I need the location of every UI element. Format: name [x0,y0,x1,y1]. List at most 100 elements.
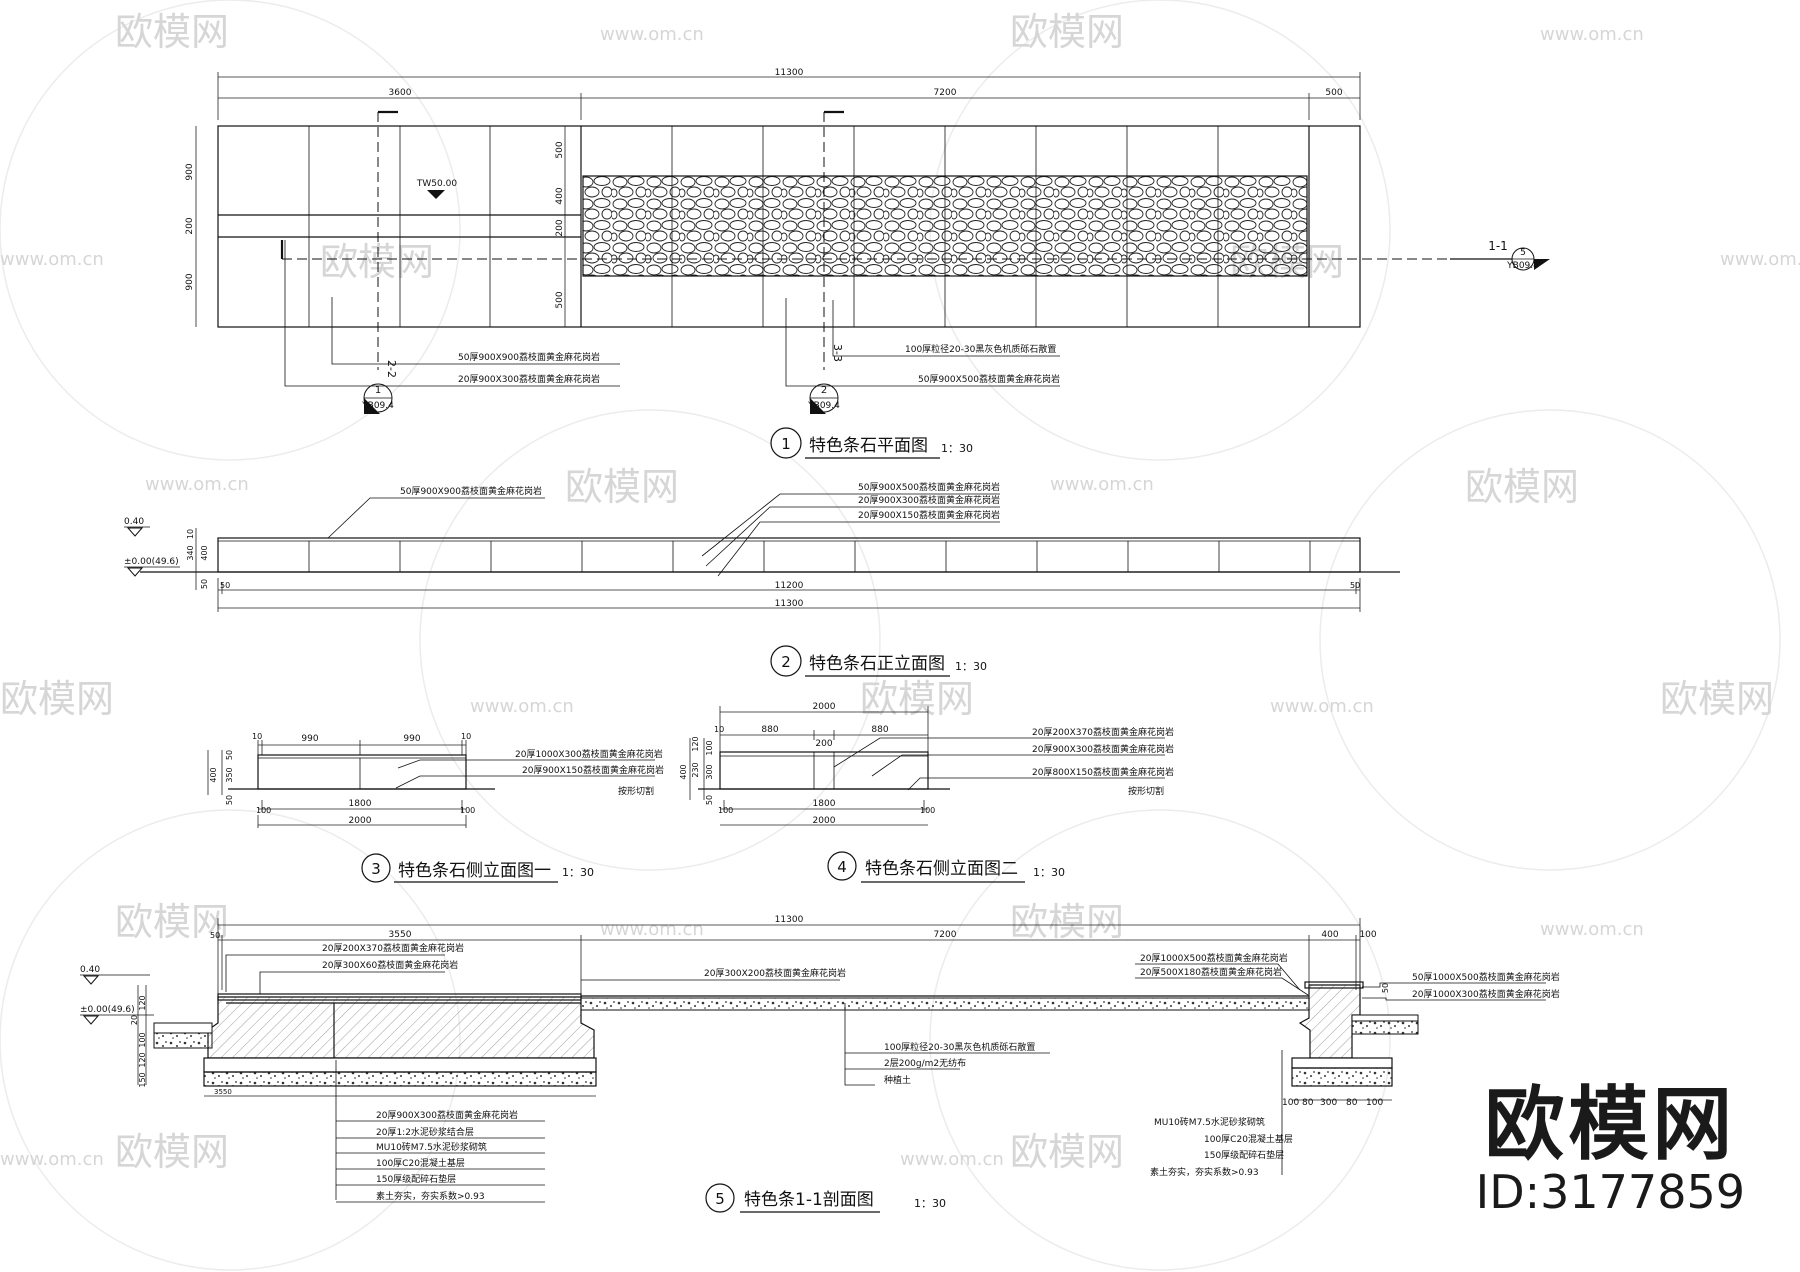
view2-front-elevation: 50厚900X900荔枝面黄金麻花岗岩 50厚900X500荔枝面黄金麻花岗岩 … [124,481,1400,677]
v4-dim-200: 200 [815,739,832,749]
v4-dim-v300: 300 [705,764,714,779]
v1-title-num: 1 [781,435,791,453]
v1-dim-900b: 900 [185,273,195,290]
v3-scale: 1：30 [562,866,594,879]
v1-note-left-1: 50厚900X900荔枝面黄金麻花岗岩 [458,351,600,363]
brand-block: 欧模网 ID:3177859 [1476,1085,1745,1220]
v1-title: 特色条石平面图 [809,436,928,456]
v5-dim-br-2: 300 [1320,1098,1337,1108]
brand-id: ID:3177859 [1475,1165,1745,1219]
v4-dim-top: 2000 [813,702,836,712]
v3-dim-100b: 100 [460,806,475,815]
watermark-logo: 欧模网 [1465,465,1579,509]
v5-dim-3550: 3550 [389,930,412,940]
v4-dim-10: 10 [714,725,724,734]
v1-dim-left: 3600 [389,88,412,98]
callout-1-sheet: YB09.4 [361,401,394,411]
v3-title: 特色条石侧立面图一 [398,861,551,881]
v5-note-br-2: 100厚C20混凝土基层 [1204,1133,1293,1145]
v4-title: 特色条石侧立面图二 [865,859,1018,879]
v3-dim-990b: 990 [403,734,420,744]
watermark-site: www.om.cn [1540,24,1644,45]
v5-level-base-icon [82,1015,100,1025]
v5-note-mid-1: 100厚粒径20-30黑灰色机质砾石散置 [884,1041,1035,1053]
v5-dim-ls-3: 120 [138,1052,147,1067]
v5-note-br-1: MU10砖M7.5水泥砂浆砌筑 [1154,1116,1265,1128]
v5-dim-ls-4: 150 [138,1072,147,1087]
v5-scale: 1：30 [914,1197,946,1210]
v5-dim-base-left: 3550 [214,1088,232,1096]
v5-note-bl-1: 20厚900X300荔枝面黄金麻花岗岩 [376,1109,518,1121]
title-circle-3-icon [361,853,391,883]
v5-note-bl-3: MU10砖M7.5水泥砂浆砌筑 [376,1141,487,1153]
v4-dim-v120: 120 [691,736,700,751]
v2-dim-total: 11300 [775,599,804,609]
watermark-site: www.om.cn [1540,919,1644,940]
watermark-site: www.om.cn [470,696,574,717]
v5-note-bl-2: 20厚1:2水泥砂浆结合层 [376,1126,474,1138]
v4-dim-2000: 2000 [813,816,836,826]
v5-note-mid-2: 2层200g/m2无纺布 [884,1057,966,1069]
v4-dim-v400: 400 [679,764,688,779]
v1-section-3-3: 3-3 [831,344,844,362]
view1-plan: 11300 3600 7200 500 900 200 900 500 [185,68,1550,459]
v2-dim-v340: 340 [186,545,195,560]
v4-dim-880a: 880 [761,725,778,735]
v4-scale: 1：30 [1033,866,1065,879]
v5-dim-ls-0: 120 [138,995,147,1010]
callout-1-icon [363,383,393,414]
level-top-icon [126,527,144,537]
v3-dim-v350: 350 [225,767,234,782]
v5-dim-100: 100 [1359,930,1376,940]
brand-name: 欧模网 [1484,1078,1737,1171]
v1-dim-total: 11300 [775,68,804,78]
view5-section: 11300 50 3550 7200 400 100 3550 0.40 ±0.… [80,915,1560,1213]
v5-note-bl-5: 150厚级配碎石垫层 [376,1173,456,1185]
v5-dim-br-3: 80 [1346,1098,1358,1108]
v3-dim-2000: 2000 [349,816,372,826]
watermark-site: www.om.cn [600,24,704,45]
v5-note-fr-1: 50厚1000X500荔枝面黄金麻花岗岩 [1412,971,1560,983]
v2-dim-inner: 11200 [775,581,804,591]
v1-note-right-2: 50厚900X500荔枝面黄金麻花岗岩 [918,373,1060,385]
watermark-logo: 欧模网 [115,1130,229,1174]
v1-dim-r500b: 500 [555,291,565,308]
v5-note-bl-6: 素土夯实，夯实系数>0.93 [376,1190,485,1202]
watermark-logo: 欧模网 [565,465,679,509]
v4-dim-100b: 100 [920,806,935,815]
view4-side-elevation-2: 2000 10 880 880 200 120 100 300 230 400 … [679,702,1174,883]
v5-note-tm: 20厚300X200荔枝面黄金麻花岗岩 [704,967,846,979]
v2-dim-edge-r: 50 [1350,581,1360,590]
v3-dim-v50b: 50 [225,795,234,805]
v5-dim-br-0: 100 [1282,1098,1299,1108]
v5-note-mid-3: 种植土 [884,1074,911,1086]
v5-dim-7200: 7200 [934,930,957,940]
callout-5-icon [1511,247,1550,271]
v2-dim-v10: 10 [186,529,195,539]
watermark-logo: 欧模网 [115,900,229,944]
v3-dim-100a: 100 [256,806,271,815]
v5-note-br-3: 150厚级配碎石垫层 [1204,1149,1284,1161]
v1-dim-mid: 7200 [934,88,957,98]
watermark-site: www.om.cn [0,1149,104,1170]
title-circle-2-icon [770,645,802,677]
title-circle-4-icon [827,851,857,881]
v3-dim-v400: 400 [209,767,218,782]
v5-title: 特色条1-1剖面图 [744,1190,874,1210]
v2-title-num: 2 [781,653,791,671]
v1-dim-r200: 200 [555,219,565,236]
callout-5-sheet: YB09.4 [1506,261,1539,271]
v4-dim-880b: 880 [871,725,888,735]
v3-note-2: 20厚900X150荔枝面黄金麻花岗岩 [522,764,664,776]
v3-note-1: 20厚1000X300荔枝面黄金麻花岗岩 [515,748,663,760]
level-triangle-icon [427,190,445,199]
v1-note-right-1: 100厚粒径20-30黑灰色机质砾石散置 [905,343,1056,355]
watermark-logo: 欧模网 [1660,677,1774,721]
watermark-site: www.om.cn [600,919,704,940]
callout-2-icon [809,383,839,414]
callout-2-num: 2 [821,385,827,396]
watermark-site: www.om.cn [1270,696,1374,717]
v5-dim-50: 50 [210,931,220,940]
v1-note-left-2: 20厚900X300荔枝面黄金麻花岗岩 [458,373,600,385]
watermark-site: www.om.cn [1050,474,1154,495]
